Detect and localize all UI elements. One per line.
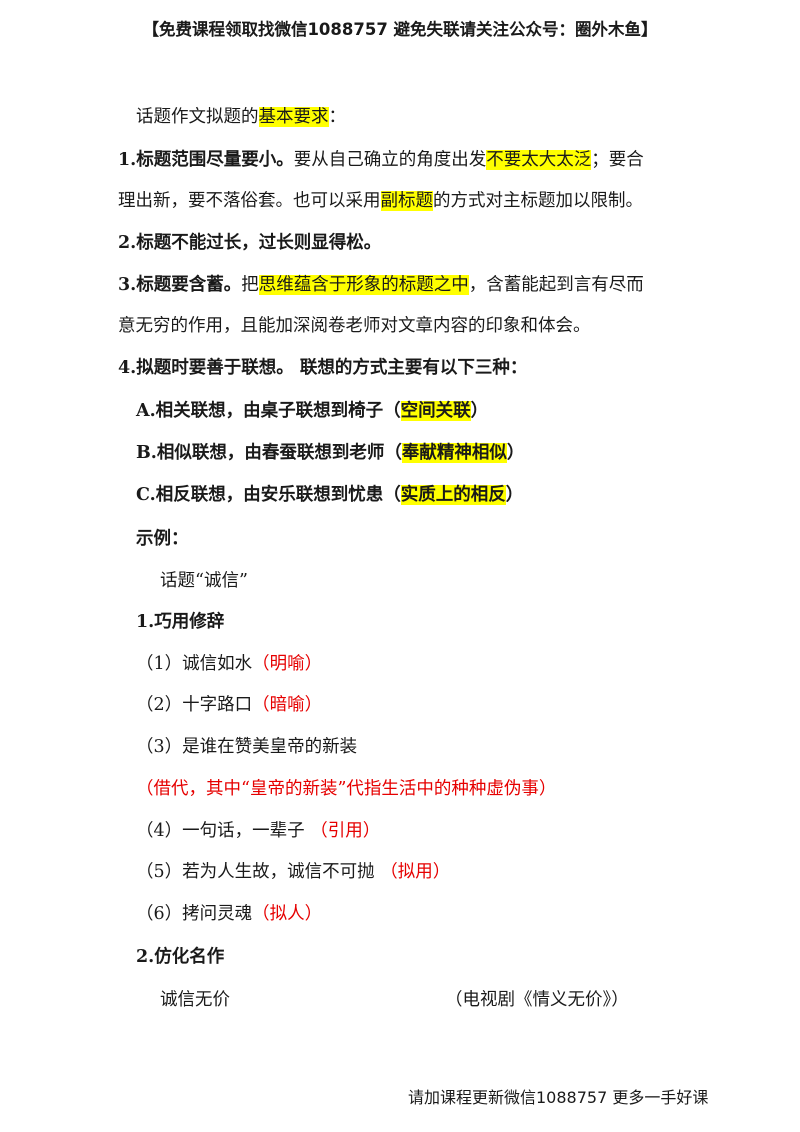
intro-text: 话题作文拟题的 <box>136 107 259 127</box>
rhetoric-item-1: （1）诚信如水（明喻） <box>136 651 322 677</box>
item-note: （暗喻） <box>252 695 323 715</box>
association-c-highlight: 实质上的相反 <box>400 485 506 505</box>
item-note: （拟人） <box>252 904 323 924</box>
section-1-heading: 1.巧用修辞 <box>136 612 225 632</box>
item-note: （明喻） <box>252 654 323 674</box>
item-text: （1）诚信如水 <box>136 654 253 674</box>
association-a-close: ） <box>470 401 489 421</box>
example-label: 示例： <box>136 529 189 549</box>
rule-3-post: ，含蓄能起到言有尽而 <box>468 275 644 295</box>
item-text: （4）一句话，一辈子 <box>136 821 311 841</box>
rule-3-line-2: 意无穷的作用，且能加深阅卷老师对文章内容的印象和体会。 <box>118 316 591 336</box>
rule-2: 2.标题不能过长，过长则显得松。 <box>118 233 382 253</box>
association-b: B.相似联想，由春蚕联想到老师（奉献精神相似） <box>136 440 524 466</box>
rule-1-text: 要从自己确立的角度出发 <box>293 150 487 170</box>
association-a-text: A.相关联想，由桌子联想到椅子（ <box>136 401 401 421</box>
rule-4: 4.拟题时要善于联想。 联想的方式主要有以下三种： <box>118 358 528 378</box>
rule-1-line-2: 理出新，要不落俗套。也可以采用副标题的方式对主标题加以限制。 <box>118 188 643 214</box>
item-text: （5）若为人生故，诚信不可抛 <box>136 862 381 882</box>
footer-note: 请加课程更新微信1088757 更多一手好课 <box>408 1088 709 1107</box>
topic-line: 话题“诚信” <box>160 571 248 591</box>
imitation-title: 诚信无价 <box>160 990 230 1010</box>
rule-3-line-1: 3.标题要含蓄。把思维蕴含于形象的标题之中，含蓄能起到言有尽而 <box>118 272 644 298</box>
association-a: A.相关联想，由桌子联想到椅子（空间关联） <box>136 398 488 424</box>
rhetoric-item-2: （2）十字路口（暗喻） <box>136 692 322 718</box>
subtitle-highlight: 副标题 <box>380 191 433 211</box>
imitation-source: （电视剧《情义无价》） <box>445 990 629 1010</box>
association-c-close: ） <box>505 485 524 505</box>
rule-1-text-end: ；要合 <box>591 150 644 170</box>
intro-highlight: 基本要求 <box>258 107 329 127</box>
rhetoric-item-6: （6）拷问灵魂（拟人） <box>136 901 322 927</box>
rule-3-pre: 把 <box>241 275 259 295</box>
rule-1-line-2-end: 的方式对主标题加以限制。 <box>433 191 643 211</box>
rule-1-heading: 1.标题范围尽量要小。 <box>118 150 294 170</box>
item-note: （拟用） <box>380 862 451 882</box>
rhetoric-item-3: （3）是谁在赞美皇帝的新装 <box>136 734 357 760</box>
association-b-close: ） <box>506 443 525 463</box>
rhetoric-item-5: （5）若为人生故，诚信不可抛 （拟用） <box>136 859 450 885</box>
rhetoric-item-3-note: （借代，其中“皇帝的新装”代指生活中的种种虚伪事） <box>136 779 557 799</box>
section-2-heading: 2.仿化名作 <box>136 947 225 967</box>
header-banner: 【免费课程领取找微信1088757 避免失联请关注公众号：圈外木鱼】 <box>142 20 658 39</box>
item-text: （6）拷问灵魂 <box>136 904 253 924</box>
rhetoric-item-4: （4）一句话，一辈子 （引用） <box>136 818 380 844</box>
rule-1-line-2-text: 理出新，要不落俗套。也可以采用 <box>118 191 381 211</box>
association-a-highlight: 空间关联 <box>400 401 471 421</box>
association-b-highlight: 奉献精神相似 <box>401 443 507 463</box>
association-c-text: C.相反联想，由安乐联想到忧患（ <box>136 485 401 505</box>
association-b-text: B.相似联想，由春蚕联想到老师（ <box>136 443 402 463</box>
rule-3-highlight: 思维蕴含于形象的标题之中 <box>258 275 469 295</box>
item-text: （2）十字路口 <box>136 695 253 715</box>
item-note: （引用） <box>310 821 381 841</box>
rule-3-heading: 3.标题要含蓄。 <box>118 275 242 295</box>
intro-line: 话题作文拟题的基本要求： <box>136 104 346 130</box>
item-text: （3）是谁在赞美皇帝的新装 <box>136 737 358 757</box>
association-c: C.相反联想，由安乐联想到忧患（实质上的相反） <box>136 482 523 508</box>
rule-1-line-1: 1.标题范围尽量要小。要从自己确立的角度出发不要太大太泛；要合 <box>118 147 644 173</box>
intro-colon: ： <box>328 107 347 127</box>
rule-1-highlight: 不要太大太泛 <box>486 150 592 170</box>
